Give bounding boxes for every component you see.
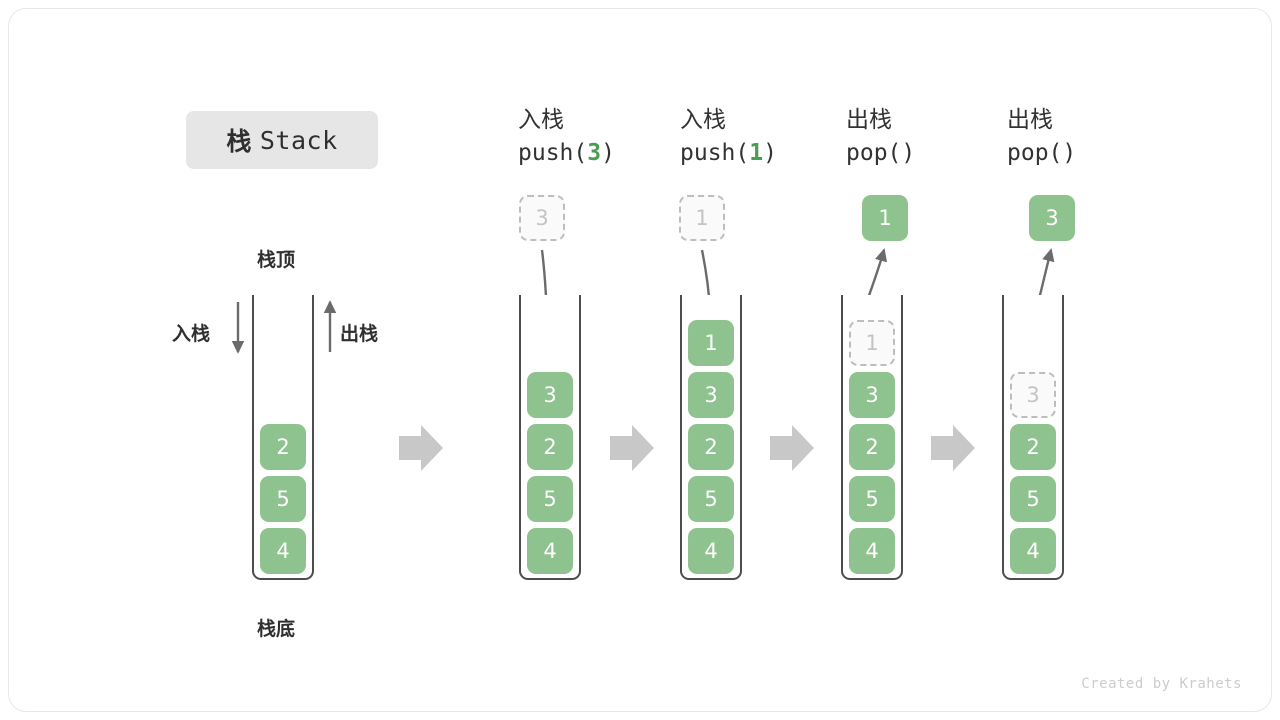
- label-push-direction: 入栈: [172, 323, 211, 345]
- op-header-push-3: 入栈 push(3): [518, 104, 678, 169]
- op-label-cn: 出栈: [1007, 107, 1053, 133]
- incoming-ghost-cell: 3: [519, 195, 565, 241]
- label-pop-direction: 出栈: [340, 323, 379, 345]
- op-code-arg: 3: [587, 139, 602, 166]
- op-header-pop-1: 出栈 pop(): [846, 104, 1006, 169]
- op-code-prefix: pop(: [1007, 139, 1063, 166]
- popped-cell: 1: [862, 195, 908, 241]
- page-title: 栈 Stack: [186, 111, 378, 169]
- stack-cell: 2: [1010, 424, 1056, 470]
- stack-cell: 5: [849, 476, 895, 522]
- label-stack-bottom: 栈底: [257, 618, 296, 640]
- op-label-cn: 入栈: [518, 107, 564, 133]
- stack-cell: 4: [527, 528, 573, 574]
- op-code-suffix: ): [901, 139, 916, 166]
- watermark: Created by Krahets: [1081, 676, 1242, 692]
- stack-cell: 4: [260, 528, 306, 574]
- op-code-arg: 1: [749, 139, 764, 166]
- op-label-cn: 入栈: [680, 107, 726, 133]
- stack-cell: 3: [688, 372, 734, 418]
- stack-cell: 4: [1010, 528, 1056, 574]
- stack-cell: 5: [527, 476, 573, 522]
- op-header-pop-3: 出栈 pop(): [1007, 104, 1167, 169]
- op-label-code: pop(): [846, 137, 1006, 170]
- op-code-prefix: push(: [518, 139, 588, 166]
- op-label-code: pop(): [1007, 137, 1167, 170]
- op-code-suffix: ): [601, 139, 615, 166]
- stack-cell: 1: [688, 320, 734, 366]
- op-label-code: push(3): [518, 137, 678, 170]
- stack-cell: 2: [260, 424, 306, 470]
- vacated-ghost-cell: 3: [1010, 372, 1056, 418]
- op-label-cn: 出栈: [846, 107, 892, 133]
- stack-cell: 4: [849, 528, 895, 574]
- title-en: Stack: [259, 125, 338, 155]
- stack-cell: 3: [849, 372, 895, 418]
- stack-cell: 5: [688, 476, 734, 522]
- op-code-prefix: push(: [680, 139, 750, 166]
- stack-cell: 4: [688, 528, 734, 574]
- label-stack-top: 栈顶: [257, 249, 296, 271]
- op-code-prefix: pop(: [846, 139, 902, 166]
- title-cn: 栈: [226, 127, 252, 156]
- op-label-code: push(1): [680, 137, 840, 170]
- op-code-suffix: ): [763, 139, 777, 166]
- op-code-suffix: ): [1062, 139, 1077, 166]
- stack-cell: 5: [1010, 476, 1056, 522]
- stack-cell: 3: [527, 372, 573, 418]
- incoming-ghost-cell: 1: [679, 195, 725, 241]
- vacated-ghost-cell: 1: [849, 320, 895, 366]
- stack-cell: 2: [688, 424, 734, 470]
- popped-cell: 3: [1029, 195, 1075, 241]
- op-header-push-1: 入栈 push(1): [680, 104, 840, 169]
- stack-cell: 2: [527, 424, 573, 470]
- stack-cell: 2: [849, 424, 895, 470]
- stack-cell: 5: [260, 476, 306, 522]
